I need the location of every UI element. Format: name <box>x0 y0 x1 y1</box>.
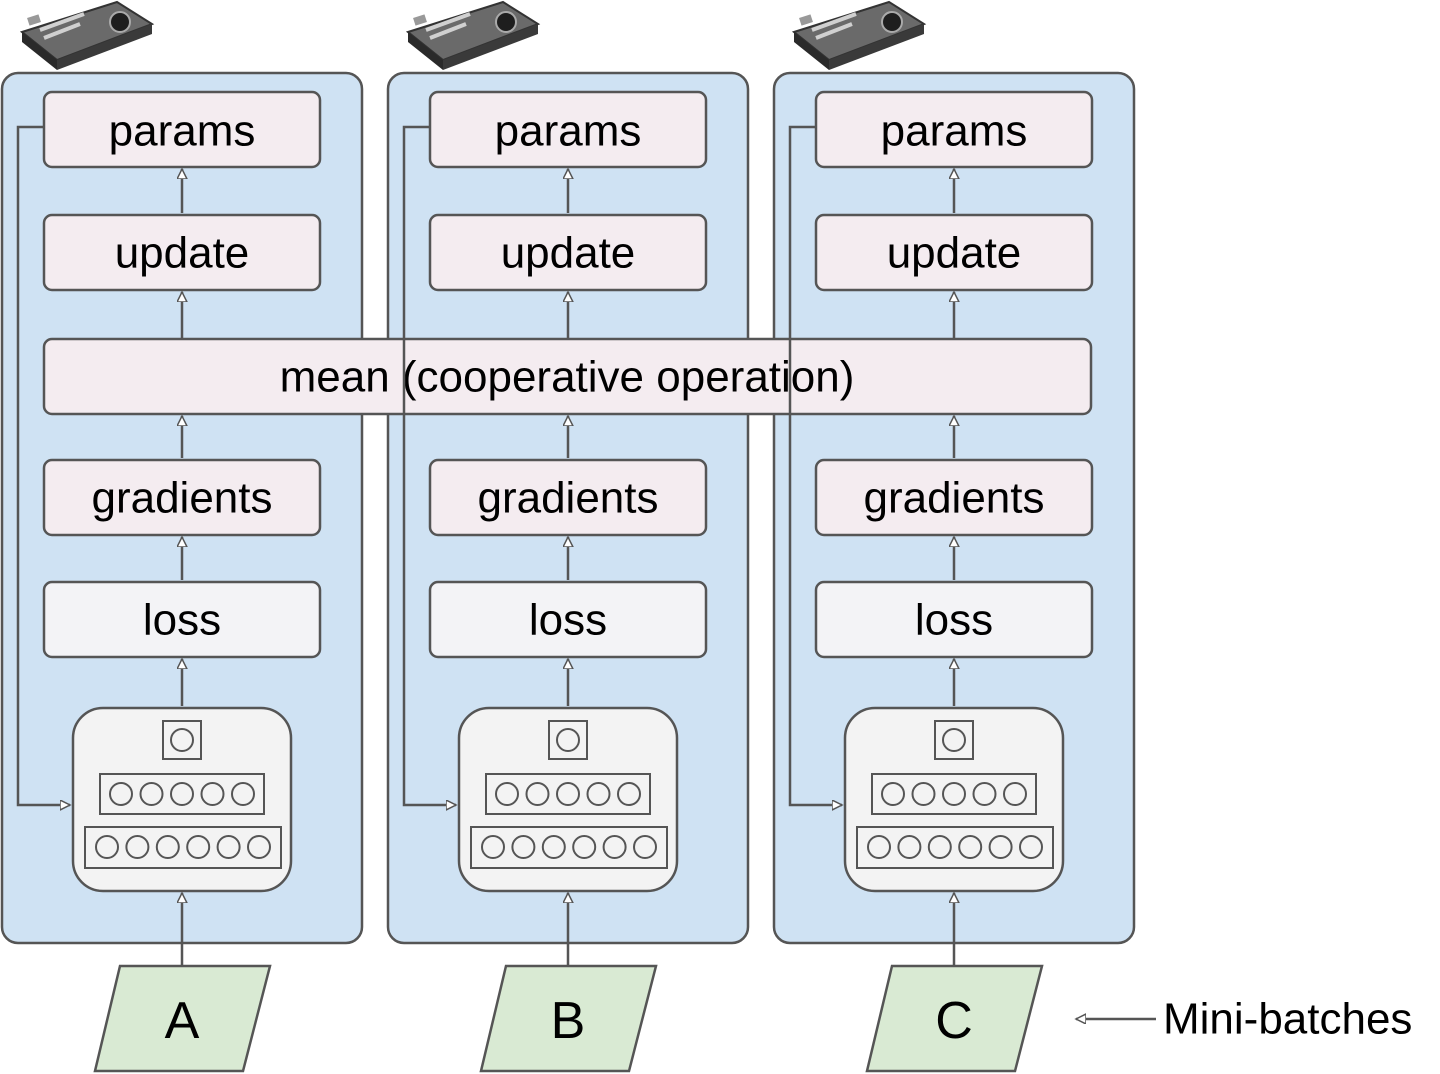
arrow-params-to-model <box>16 125 70 805</box>
gpu-card-shape <box>406 0 540 72</box>
mini-batch-c: C <box>865 964 1044 1073</box>
params-box <box>814 90 1094 169</box>
loss-label: loss <box>143 596 221 645</box>
neuron <box>495 782 519 806</box>
gradients-box <box>428 458 708 537</box>
neuron <box>216 835 241 859</box>
neuron <box>231 782 255 806</box>
arrow-params-to-model <box>402 125 456 805</box>
mini-batch-label: B <box>551 992 586 1050</box>
arrow-params-to-model <box>788 125 842 805</box>
neuron <box>200 782 225 806</box>
gradients-label: gradients <box>863 474 1044 523</box>
params-box <box>428 90 708 169</box>
mini-batch-b: B <box>479 964 658 1073</box>
neuron <box>972 782 997 806</box>
loss-label: loss <box>915 596 993 645</box>
mini-batch-shape <box>93 964 272 1073</box>
neuron <box>572 835 597 859</box>
neuron <box>633 835 657 859</box>
neuron <box>556 728 580 752</box>
neuron <box>511 835 536 859</box>
params-label: params <box>109 107 256 156</box>
neuron <box>1003 782 1027 806</box>
mini-batch-shape <box>865 964 1044 1073</box>
neuron <box>911 782 936 806</box>
mini-batch-label: A <box>165 992 200 1050</box>
neuron <box>1019 835 1043 859</box>
neuron <box>556 782 580 806</box>
neuron <box>170 782 194 806</box>
neuron <box>942 728 966 752</box>
neuron <box>541 835 566 859</box>
update-label: update <box>501 229 636 278</box>
neural-network-icon <box>71 706 293 893</box>
mean-box <box>42 337 1093 416</box>
loss-label: loss <box>529 596 607 645</box>
neuron <box>988 835 1013 859</box>
neuron <box>109 782 133 806</box>
neural-network-icon <box>457 706 679 893</box>
mini-batch-a: A <box>93 964 272 1073</box>
neural-network-icon <box>843 706 1065 893</box>
params-label: params <box>495 107 642 156</box>
gradients-box <box>814 458 1094 537</box>
params-box <box>42 90 322 169</box>
neuron <box>139 782 164 806</box>
mini-batch-label: C <box>935 992 973 1050</box>
neuron <box>586 782 611 806</box>
mean-label: mean (cooperative operation) <box>280 353 855 402</box>
gradients-box <box>42 458 322 537</box>
gpu-card-icon <box>20 0 154 72</box>
neuron <box>617 782 641 806</box>
gpu-card-shape <box>20 0 154 72</box>
update-label: update <box>887 229 1022 278</box>
loss-box <box>428 580 708 659</box>
neuron <box>942 782 966 806</box>
neuron <box>95 835 119 859</box>
update-box <box>428 213 708 292</box>
loss-box <box>42 580 322 659</box>
gradients-label: gradients <box>477 474 658 523</box>
neuron <box>247 835 271 859</box>
neuron <box>897 835 922 859</box>
neuron <box>867 835 891 859</box>
neuron <box>170 728 194 752</box>
neuron <box>125 835 150 859</box>
neuron <box>927 835 952 859</box>
gpu-card-shape <box>792 0 926 72</box>
neuron <box>881 782 905 806</box>
gpu-card-icon <box>792 0 926 72</box>
neuron <box>186 835 211 859</box>
params-label: params <box>881 107 1028 156</box>
update-box <box>42 213 322 292</box>
gpu-card-icon <box>406 0 540 72</box>
neuron <box>481 835 505 859</box>
update-label: update <box>115 229 250 278</box>
update-box <box>814 213 1094 292</box>
neuron <box>958 835 983 859</box>
mini-batch-shape <box>479 964 658 1073</box>
neuron <box>602 835 627 859</box>
mini-batches-label: Mini-batches <box>1163 995 1412 1044</box>
neuron <box>525 782 550 806</box>
loss-box <box>814 580 1094 659</box>
gradients-label: gradients <box>91 474 272 523</box>
neuron <box>155 835 180 859</box>
